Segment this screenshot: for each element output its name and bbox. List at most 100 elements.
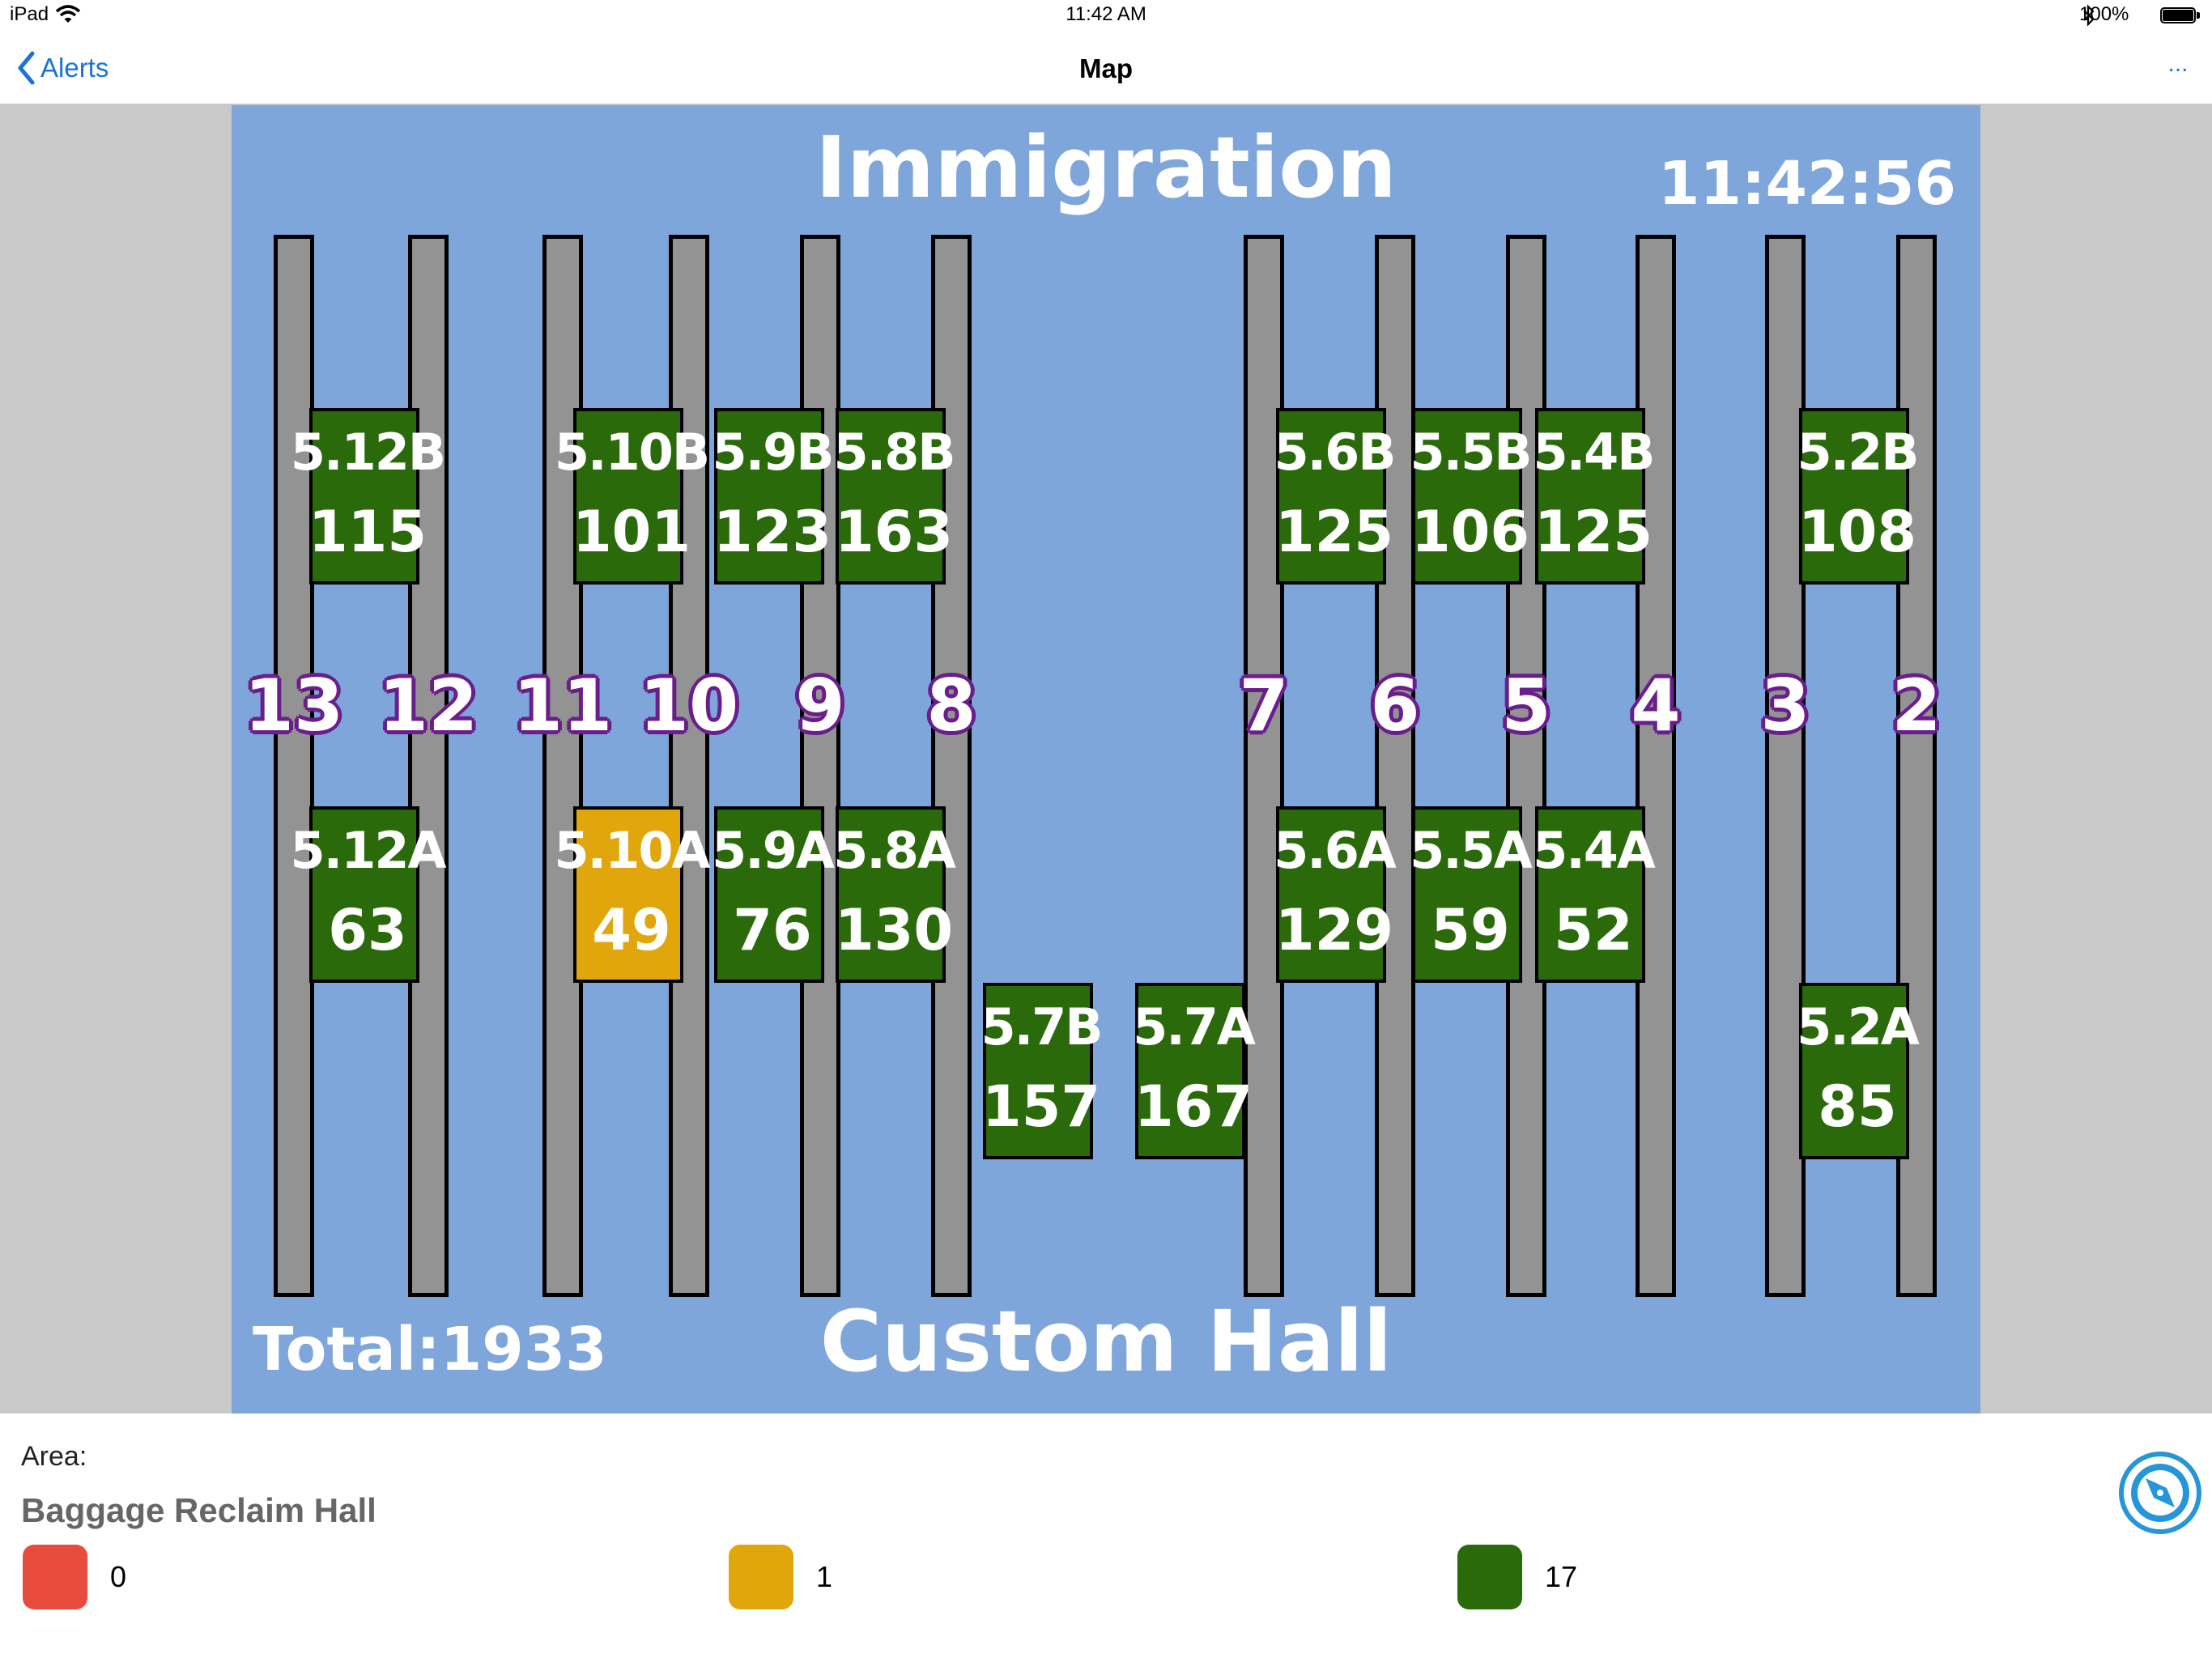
area-label: Area: [21,1441,87,1472]
zone-5-5a[interactable]: 5.5A 59 [1410,806,1533,983]
belt-label-12: 12 [378,664,479,747]
compass-icon [2119,1452,2201,1534]
belt-7 [1244,235,1284,1297]
zone-count: 167 [1134,1073,1253,1140]
zone-name: 5.5A [1410,821,1533,880]
legend-swatch-red [23,1545,87,1609]
zone-5-10a[interactable]: 5.10A 49 [555,806,710,983]
belt-13 [274,235,314,1297]
zone-5-12a[interactable]: 5.12A 63 [291,806,446,983]
belt-10 [669,235,709,1297]
map-clock: 11:42:56 [1657,149,1956,219]
zone-5-2a[interactable]: 5.2A 85 [1797,983,1920,1159]
zone-5-4b[interactable]: 5.4B 125 [1533,408,1656,585]
wifi-icon [55,5,81,23]
zone-count: 52 [1554,897,1633,963]
legend-count-green: 17 [1545,1560,1578,1593]
compass-button[interactable] [2116,1449,2204,1537]
map-footer: Custom Hall [819,1292,1393,1391]
navigation-bar: Alerts Map ... [0,32,2212,105]
belt-12 [408,235,449,1297]
zone-count: 63 [328,897,407,963]
zone-name: 5.9A [712,821,835,880]
legend-swatch-green [1457,1545,1522,1609]
belt-label-6: 6 [1370,664,1420,747]
belt-label-10: 10 [639,664,739,747]
legend-swatch-amber [729,1545,793,1609]
zone-name: 5.9B [712,423,834,482]
belt-label-2: 2 [1891,664,1942,747]
zone-5-7b[interactable]: 5.7B 157 [981,983,1104,1159]
zone-name: 5.5B [1410,423,1532,482]
belt-label-4: 4 [1631,664,1681,747]
belt-6 [1375,235,1415,1297]
legend-item-green: 17 [1457,1545,1577,1609]
device-label: iPad [10,3,49,25]
zone-name: 5.12B [290,423,446,482]
zone-count: 125 [1534,499,1653,565]
status-bar: iPad 11:42 AM 100% [0,0,2212,32]
zone-5-5b[interactable]: 5.5B 106 [1410,408,1533,585]
zone-count: 101 [572,499,691,565]
back-label: Alerts [40,53,109,83]
zone-count: 49 [592,897,671,963]
belt-3 [1765,235,1806,1297]
zone-name: 5.12A [290,821,447,880]
legend-item-red: 0 [23,1545,126,1609]
belt-label-11: 11 [513,664,613,747]
belt-4 [1636,235,1676,1297]
more-button[interactable]: ... [2167,50,2189,77]
zone-5-12b[interactable]: 5.12B 115 [291,408,446,585]
zone-name: 5.4B [1533,423,1655,482]
belt-label-8: 8 [926,664,976,747]
zone-name: 5.7B [981,997,1103,1056]
zone-5-7a[interactable]: 5.7A 167 [1133,983,1256,1159]
zone-name: 5.10A [554,821,711,880]
belt-label-7: 7 [1239,664,1289,747]
zone-name: 5.7A [1133,997,1256,1056]
zone-name: 5.2A [1797,997,1920,1056]
belt-label-9: 9 [795,664,845,747]
zone-name: 5.10B [554,423,710,482]
legend-item-amber: 1 [729,1545,832,1609]
map-title: Immigration [815,118,1397,217]
zone-count: 115 [308,499,428,565]
battery-icon [2160,7,2201,25]
zone-count: 106 [1410,499,1530,565]
zone-name: 5.6A [1274,821,1397,880]
back-button[interactable]: Alerts [16,45,108,91]
zone-count: 123 [713,499,832,565]
area-panel: Area: Baggage Reclaim Hall 0 1 17 [0,1414,2212,1658]
zone-count: 130 [834,897,954,963]
zone-5-9a[interactable]: 5.9A 76 [712,806,835,983]
zone-name: 5.8A [833,821,956,880]
zone-count: 76 [733,897,812,963]
zone-count: 108 [1797,499,1917,565]
zone-5-9b[interactable]: 5.9B 123 [712,408,835,585]
zone-count: 157 [981,1073,1101,1140]
belt-label-13: 13 [244,664,344,747]
zone-count: 85 [1818,1073,1897,1140]
belt-9 [800,235,840,1297]
battery-percentage: 100% [2079,3,2129,25]
belt-5 [1506,235,1546,1297]
belt-11 [542,235,583,1297]
chevron-left-icon [18,51,35,85]
zone-5-10b[interactable]: 5.10B 101 [555,408,710,585]
bluetooth-icon [2083,5,2095,26]
zone-name: 5.8B [833,423,955,482]
legend-count-amber: 1 [816,1560,833,1593]
area-name: Baggage Reclaim Hall [21,1491,376,1529]
status-time: 11:42 AM [1066,3,1146,25]
zone-5-8a[interactable]: 5.8A 130 [833,806,956,983]
belt-label-5: 5 [1501,664,1551,747]
zone-count: 59 [1431,897,1510,963]
zone-name: 5.6B [1274,423,1396,482]
